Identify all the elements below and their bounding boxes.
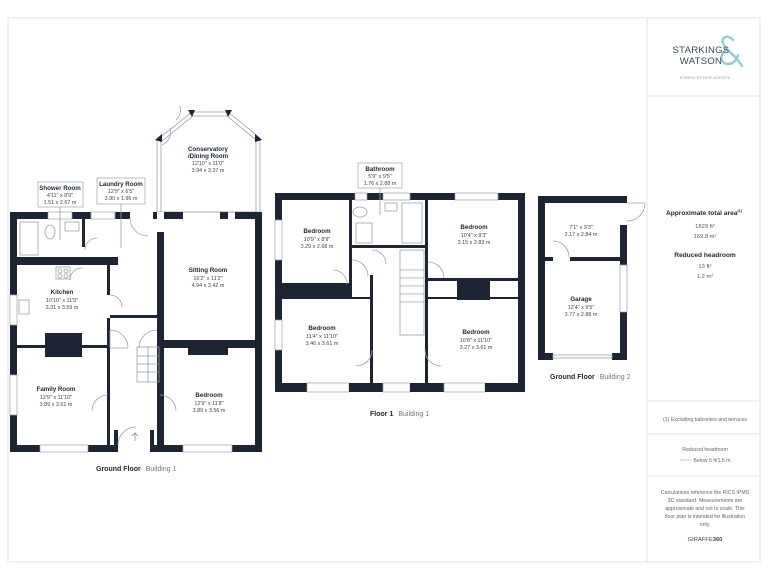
room-dims-imperial: 10'9" x 8'9" [304,237,331,243]
kitchen-sink [18,299,30,315]
room-name: Kitchen [51,289,74,296]
reduced-headroom-ft: 13 ft² [698,264,711,270]
ground-floor-building-1: Shower Room 4'11" x 8'9" 1.51 x 2.67 m L… [9,105,262,473]
total-area-m: 169.8 m² [694,234,717,240]
total-area-title: Approximate total area(1) [666,209,743,217]
hob [55,266,71,280]
room-name: Conservatory [188,146,228,153]
brand-name-line1: STARKINGS [673,45,730,56]
brand-tagline: HYBRID ESTATE AGENTS [680,76,731,80]
room-dims-metric: 3.46 x 3.61 m [306,341,339,347]
room-name: Bedroom [460,224,488,231]
room-dims-metric: 3.29 x 2.68 m [301,244,334,250]
room-name: Bedroom [308,325,336,332]
room-name: Laundry Room [99,181,143,188]
room-dims-metric: 3.77 x 2.88 m [565,312,598,318]
room-name: Bedroom [303,228,331,235]
toilet [352,206,368,218]
room-dims-imperial: 11'4" x 11'10" [306,334,338,340]
bath [401,202,423,244]
staircase [399,249,425,336]
sheet-frame [7,17,761,563]
floor-1-building-1: Bathroom 5'9" x 9'5" 1.76 x 2.88 m Bedro… [274,162,525,418]
footnote: (1) Excluding balconies and terraces [663,417,747,423]
room-dims-metric: 3.27 x 3.61 m [460,345,493,351]
room-name: Bedroom [462,329,490,336]
room-dims-metric: 3.94 x 3.37 m [192,168,225,174]
room-dims-imperial: 12'9" x 6'5" [108,189,135,195]
room-dims-metric: 4.94 x 3.42 m [192,283,225,289]
disclaimer-line: floor plan is intended for illustration [665,514,745,520]
info-panel: STARKINGS WATSON HYBRID ESTATE AGENTS Ap… [647,35,760,543]
room-name: Bathroom [365,166,395,173]
room-dims-imperial: 5'9" x 9'5" [368,174,392,180]
shower-tray [19,221,39,256]
disclaimer-line: approximate and not to scale. This [665,506,745,512]
giraffe360-credit: GIRAFFE360 [688,537,723,543]
room-dims-metric: 2.17 x 2.84 m [565,232,598,238]
disclaimer-line: only. [700,522,711,528]
total-area-ft: 1829 ft² [695,224,715,230]
room-dims-imperial: 4'11" x 8'9" [47,193,73,199]
room-dims-imperial: 10'4" x 9'3" [461,233,488,239]
room-dims-metric: 3.89 x 3.61 m [40,402,73,408]
room-name: Sitting Room [189,267,228,274]
room-dims-imperial: 10'10" x 11'9" [46,298,78,304]
door-arc [175,105,181,121]
disclaimer-line: 3C standard. Measurements are [668,498,743,504]
sink [384,202,398,212]
door-arc [161,127,171,146]
room-dims-metric: 1.76 x 2.88 m [364,181,397,187]
bathroom-label-box [357,162,403,189]
reduced-headroom-title: Reduced headroom [674,252,736,259]
room-dims-imperial: 12'4" x 9'5" [568,305,595,311]
room-name: Shower Room [39,185,81,192]
room-dims-metric: 3.90 x 1.96 m [105,196,138,202]
reduced-headroom-m: 1.2 m² [697,274,713,280]
room-dims-imperial: 12'9" x 11'10" [40,395,72,401]
brand-name-line2: WATSON [680,56,722,67]
room-dims-metric: 1.51 x 2.67 m [44,200,77,206]
ampersand-logo-mark-icon [720,35,744,68]
shower-room-label-box [37,181,84,208]
room-dims-imperial: 12'9" x 11'8" [194,401,223,407]
room-dims-imperial: 12'10" x 11'0" [192,161,224,167]
room-dims-imperial: 10'8" x 11'10" [460,338,492,344]
disclaimer-line: Calculations reference the RICS IPMS [661,490,750,496]
sink [64,221,80,232]
room-dims-metric: 3.31 x 3.59 m [46,305,79,311]
room-dims-imperial: 7'1" x 9'3" [569,225,593,231]
room-name: Family Room [37,386,76,393]
toilet [44,224,56,240]
ground-floor-building-2: 7'1" x 9'3" 2.17 x 2.84 m Garage 12'4" x… [538,196,646,381]
shower [355,222,373,244]
entrance-arrow-icon [131,432,139,441]
room-name: Garage [570,296,592,303]
legend-title: Reduced headroom [682,447,728,453]
room-dims-metric: 3.15 x 2.83 m [458,240,491,246]
legend-text: Below 5 ft/1.5 m [693,458,730,464]
room-name-line2: /Dining Room [188,153,229,160]
room-name: Bedroom [195,392,223,399]
room-dims-imperial: 16'2" x 11'2" [193,276,222,282]
staircase [136,346,160,383]
room-dims-metric: 3.89 x 3.56 m [193,408,226,414]
laundry-room-label-box [96,177,146,205]
brand-logo: STARKINGS WATSON HYBRID ESTATE AGENTS [673,35,744,80]
